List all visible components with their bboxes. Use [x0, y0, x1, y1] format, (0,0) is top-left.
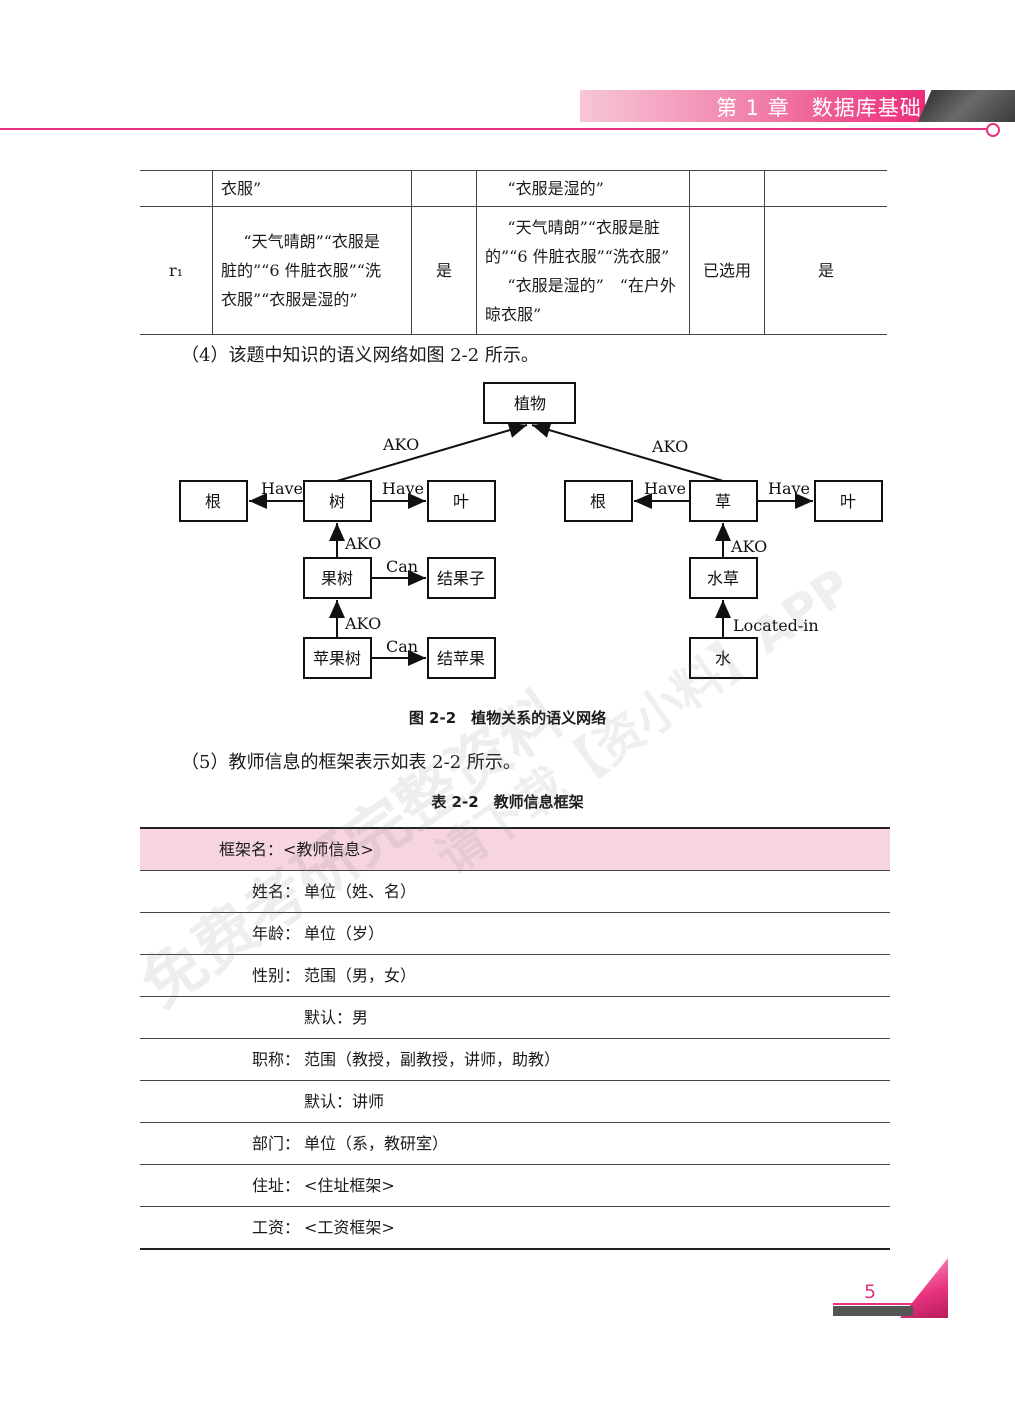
semantic-network-diagram: 植物 根 树 叶 果树 结果子 苹果树 结苹果 根 草 叶 水草 水 AKO A…: [179, 382, 883, 679]
edge-label: Have: [768, 479, 810, 498]
slot-value: 范围（教授，副教授，讲师，助教）: [304, 1050, 561, 1069]
table-cell: r₁: [140, 206, 213, 335]
table-row: 工资： <工资框架>: [140, 1207, 890, 1250]
cell-line: “衣服是湿的” “在户外: [507, 275, 676, 295]
slot-name: 工资：: [252, 1218, 301, 1237]
slot-value: 单位（岁）: [304, 924, 385, 943]
slot-value: 单位（系，教研室）: [304, 1134, 449, 1153]
teacher-frame-table: 框架名：<教师信息> 姓名： 单位（姓、名） 年龄： 单位（岁） 性别： 范围（…: [140, 827, 890, 1250]
node-label: 果树: [321, 569, 353, 588]
node-label: 苹果树: [313, 649, 361, 668]
slot-name: 部门：: [252, 1134, 301, 1153]
node-label: 根: [590, 492, 606, 511]
node-label: 叶: [840, 492, 856, 511]
table-cell: [411, 170, 477, 207]
table-caption: 表 2-2 教师信息框架: [431, 793, 584, 811]
table-cell: 是: [411, 206, 477, 335]
slot-value: 范围（男，女）: [304, 966, 417, 985]
table-cell: 已选用: [689, 206, 765, 335]
slot-value: 默认：讲师: [304, 1092, 385, 1111]
node-label: 结果子: [437, 569, 485, 588]
node-label: 叶: [453, 492, 469, 511]
table-row: 性别： 范围（男，女）: [140, 955, 890, 997]
cell-line: 的”“6 件脏衣服”“洗衣服”: [485, 246, 670, 266]
edge-label: Have: [382, 479, 424, 498]
node-tree: [303, 480, 372, 522]
header-rule-dot: [986, 123, 1000, 137]
node-root-left: [179, 480, 248, 522]
slot-name: 职称：: [252, 1050, 301, 1069]
node-label: 水: [715, 649, 731, 668]
footer-rule: [833, 1303, 913, 1305]
paragraph-5: （5）教师信息的框架表示如表 2-2 所示。: [181, 752, 521, 773]
edge-label: AKO: [382, 435, 419, 454]
table-cell: [689, 170, 765, 207]
table-cell: “天气晴朗”“衣服是 脏的”“6 件脏衣服”“洗 衣服”“衣服是湿的”: [212, 206, 412, 335]
table-row: r₁ “天气晴朗”“衣服是 脏的”“6 件脏衣服”“洗 衣服”“衣服是湿的” 是…: [140, 206, 887, 335]
table-cell: “衣服是湿的”: [476, 170, 690, 207]
paragraph-4: （4）该题中知识的语义网络如图 2-2 所示。: [181, 345, 539, 366]
node-plant: [483, 382, 576, 424]
edge-label: AKO: [730, 537, 767, 556]
node-label: 结苹果: [437, 649, 485, 668]
header-decoration: [918, 90, 1015, 122]
chapter-title: 第 1 章 数据库基础: [716, 96, 922, 120]
table-cell: [764, 170, 887, 207]
table-row: 默认：讲师: [140, 1081, 890, 1123]
slot-value: <工资框架>: [304, 1218, 395, 1237]
slot-name: 性别：: [252, 966, 301, 985]
table-row: 默认：男: [140, 997, 890, 1039]
table-cell: 衣服”: [212, 170, 412, 207]
table-row: 年龄： 单位（岁）: [140, 913, 890, 955]
table-row: 住址： <住址框架>: [140, 1165, 890, 1207]
table-cell: “天气晴朗”“衣服是脏 的”“6 件脏衣服”“洗衣服” “衣服是湿的” “在户外…: [476, 206, 690, 335]
table-cell: 是: [764, 206, 887, 335]
slot-name: 姓名：: [252, 882, 301, 901]
node-water: [689, 637, 758, 679]
node-root-right: [564, 480, 633, 522]
header-rule: [0, 128, 990, 130]
cell-line: 脏的”“6 件脏衣服”“洗: [221, 261, 381, 280]
cell-line: “天气晴朗”“衣服是: [243, 232, 380, 251]
edge-label: Can: [386, 557, 418, 576]
figure-caption: 图 2-2 植物关系的语义网络: [408, 709, 607, 727]
edge-label: Have: [644, 479, 686, 498]
slot-name: 年龄：: [252, 924, 301, 943]
cell-line: 晾衣服”: [485, 304, 542, 324]
table-row: 姓名： 单位（姓、名）: [140, 871, 890, 913]
page-number: 5: [864, 1281, 877, 1303]
edge-label: AKO: [344, 614, 381, 633]
node-bear-apple: [427, 637, 496, 679]
node-label: 树: [329, 492, 345, 511]
cell-line: 衣服”“衣服是湿的”: [221, 290, 358, 309]
slot-value: 单位（姓、名）: [304, 882, 417, 901]
slot-name: 住址：: [252, 1176, 301, 1195]
header-banner: [580, 90, 925, 122]
slot-value: 默认：男: [304, 1008, 369, 1027]
table-cell: [140, 170, 213, 207]
frame-header: 框架名：<教师信息>: [140, 827, 890, 871]
node-label: 草: [715, 492, 731, 511]
edge-grass-plant: [531, 422, 724, 482]
node-leaf-right: [814, 480, 883, 522]
node-label: 植物: [514, 394, 546, 413]
table-row: 衣服” “衣服是湿的”: [140, 170, 887, 207]
edge-label: AKO: [344, 534, 381, 553]
node-leaf-left: [427, 480, 496, 522]
table-row: 部门： 单位（系，教研室）: [140, 1123, 890, 1165]
rule-table: 衣服” “衣服是湿的” r₁ “天气晴朗”“衣服是 脏的”“6 件脏衣服”“洗 …: [140, 170, 887, 335]
edge-label: AKO: [651, 437, 688, 456]
edge-label: Can: [386, 637, 418, 656]
node-bear-fruit: [427, 557, 496, 599]
edge-tree-plant: [336, 422, 528, 482]
edge-label: Located-in: [733, 616, 819, 635]
node-water-grass: [689, 557, 758, 599]
table-row: 职称： 范围（教授，副教授，讲师，助教）: [140, 1039, 890, 1081]
edge-label: Have: [261, 479, 303, 498]
cell-line: “天气晴朗”“衣服是脏: [507, 217, 660, 237]
slot-value: <住址框架>: [304, 1176, 395, 1195]
node-label: 水草: [707, 569, 739, 588]
node-label: 根: [205, 492, 221, 511]
footer-bar: [833, 1306, 913, 1316]
